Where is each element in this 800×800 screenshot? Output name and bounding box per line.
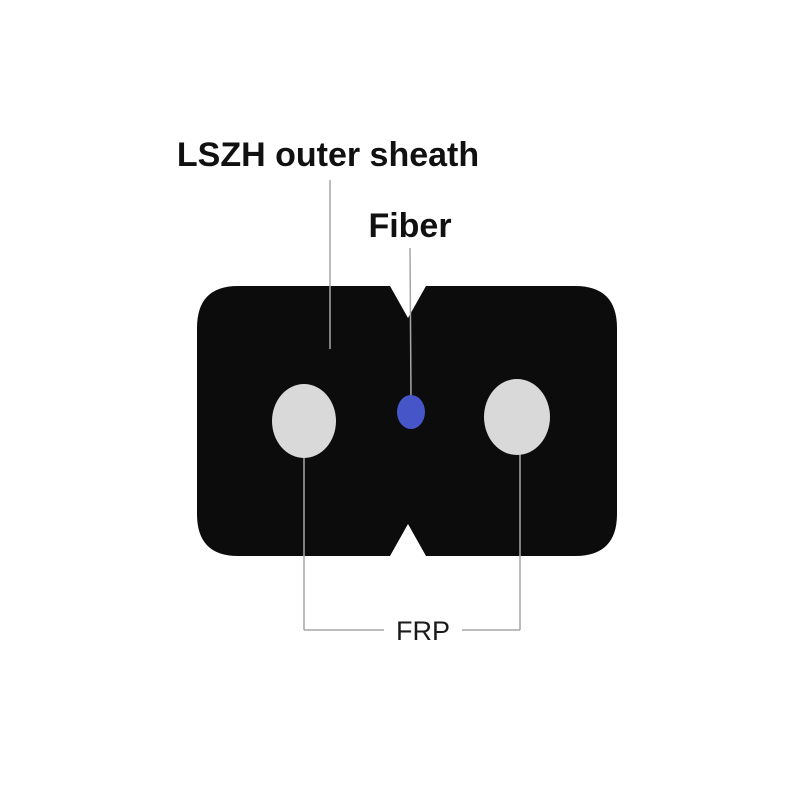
fiber-core [397, 395, 425, 429]
label-frp: FRP [396, 616, 450, 646]
frp-strength-member-right [484, 379, 550, 455]
label-fiber: Fiber [368, 207, 451, 245]
fiber-leader-line [409, 247, 412, 398]
frp-strength-member-left [272, 384, 336, 458]
label-outer-sheath: LSZH outer sheath [177, 136, 479, 174]
